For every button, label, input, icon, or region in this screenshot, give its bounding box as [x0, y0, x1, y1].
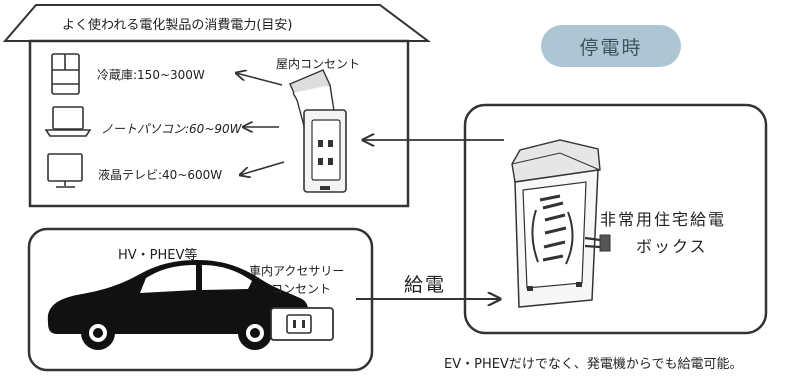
status-badge: 停電時	[541, 25, 681, 67]
box-label-line1: 非常用住宅給電	[600, 210, 727, 229]
laptop-icon	[44, 106, 92, 137]
tv-icon	[47, 153, 83, 188]
indoor-outlet-illustration	[289, 69, 347, 193]
footnote: EV・PHEVだけでなく、発電機からでも給電可能。	[444, 357, 743, 372]
box-label-line2: ボックス	[636, 237, 708, 256]
car-label: HV・PHEV等	[118, 248, 198, 263]
appliance-label-refrigerator: 冷蔵庫:150~300W	[97, 68, 205, 82]
car-outlet-icon	[270, 307, 334, 341]
appliance-label-laptop: ノートパソコン:60~90W	[101, 122, 242, 136]
car-icon	[47, 260, 309, 350]
car-outlet-label-line1: 車内アクセサリー	[249, 264, 345, 278]
appliance-arrows	[236, 73, 285, 175]
emergency-box-illustration	[511, 139, 611, 308]
supply-label: 給電	[404, 274, 447, 296]
appliance-label-tv: 液晶テレビ:40~600W	[98, 168, 223, 182]
roof-title: よく使われる電化製品の消費電力(目安)	[62, 18, 293, 33]
refrigerator-icon	[51, 53, 80, 95]
indoor-outlet-label: 屋内コンセント	[276, 57, 361, 71]
car-outlet-label-line2: コンセント	[271, 282, 332, 296]
